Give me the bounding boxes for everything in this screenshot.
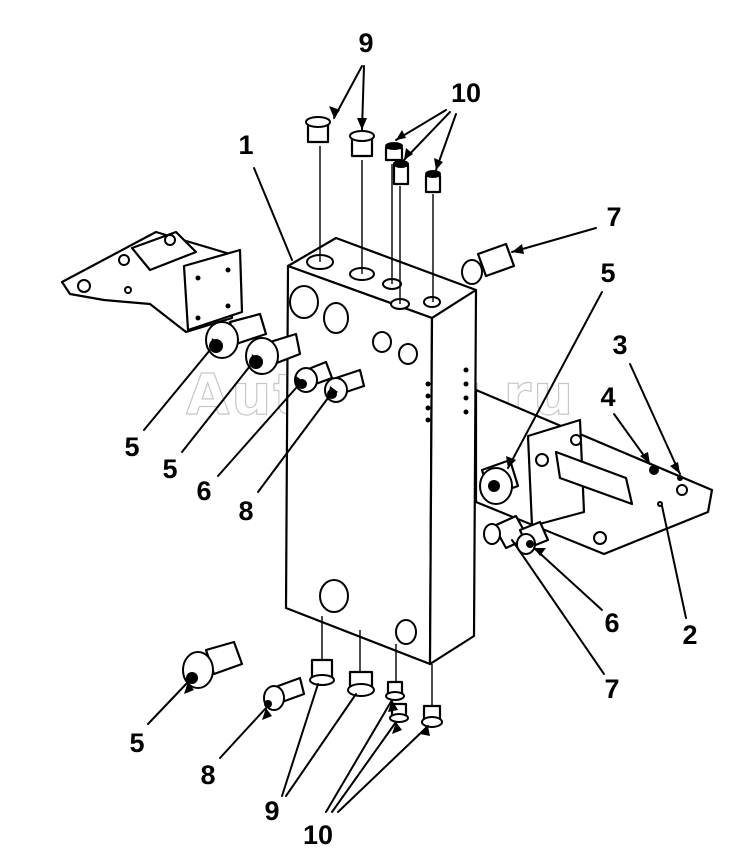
mounting-bracket-right: [474, 388, 714, 556]
fitting-6-7-right: [483, 514, 550, 555]
callout-c5-right: 5: [600, 258, 615, 288]
callout-c6-right: 6: [604, 608, 619, 638]
arrowheads: [184, 106, 680, 736]
plugs-bottom: [309, 616, 443, 728]
fitting-5-bottom: [182, 640, 244, 689]
fitting-5-upper-left: [205, 312, 268, 359]
plug-axis-lines-top: [319, 146, 434, 304]
fitting-5-middle-left: [245, 332, 302, 375]
callout-c6-left: 6: [196, 476, 211, 506]
fitting-8-bottom: [263, 676, 306, 711]
plugs-top: [305, 116, 442, 194]
fitting-6-left: [294, 360, 334, 393]
valve-block-body: [284, 236, 478, 666]
callout-c2: 2: [682, 620, 697, 650]
callout-c5-b: 5: [162, 454, 177, 484]
fitting-5-right: [479, 458, 520, 505]
callout-c4: 4: [600, 382, 615, 412]
callout-c5-a: 5: [124, 432, 139, 462]
callout-c8-top: 8: [238, 496, 253, 526]
callout-c10-bot: 10: [303, 820, 333, 850]
callout-c3: 3: [612, 330, 627, 360]
callout-c7-bot: 7: [604, 674, 619, 704]
fitting-7-top: [461, 242, 516, 285]
callout-c5-bot: 5: [129, 728, 144, 758]
callout-c10-top: 10: [451, 78, 481, 108]
callout-c8-bot: 8: [200, 760, 215, 790]
callout-c7-top: 7: [606, 202, 621, 232]
callout-c1: 1: [238, 130, 253, 160]
callout-c9-bot: 9: [264, 796, 279, 826]
callout-c9-top: 9: [358, 28, 373, 58]
mounting-bracket-left: [60, 230, 244, 334]
